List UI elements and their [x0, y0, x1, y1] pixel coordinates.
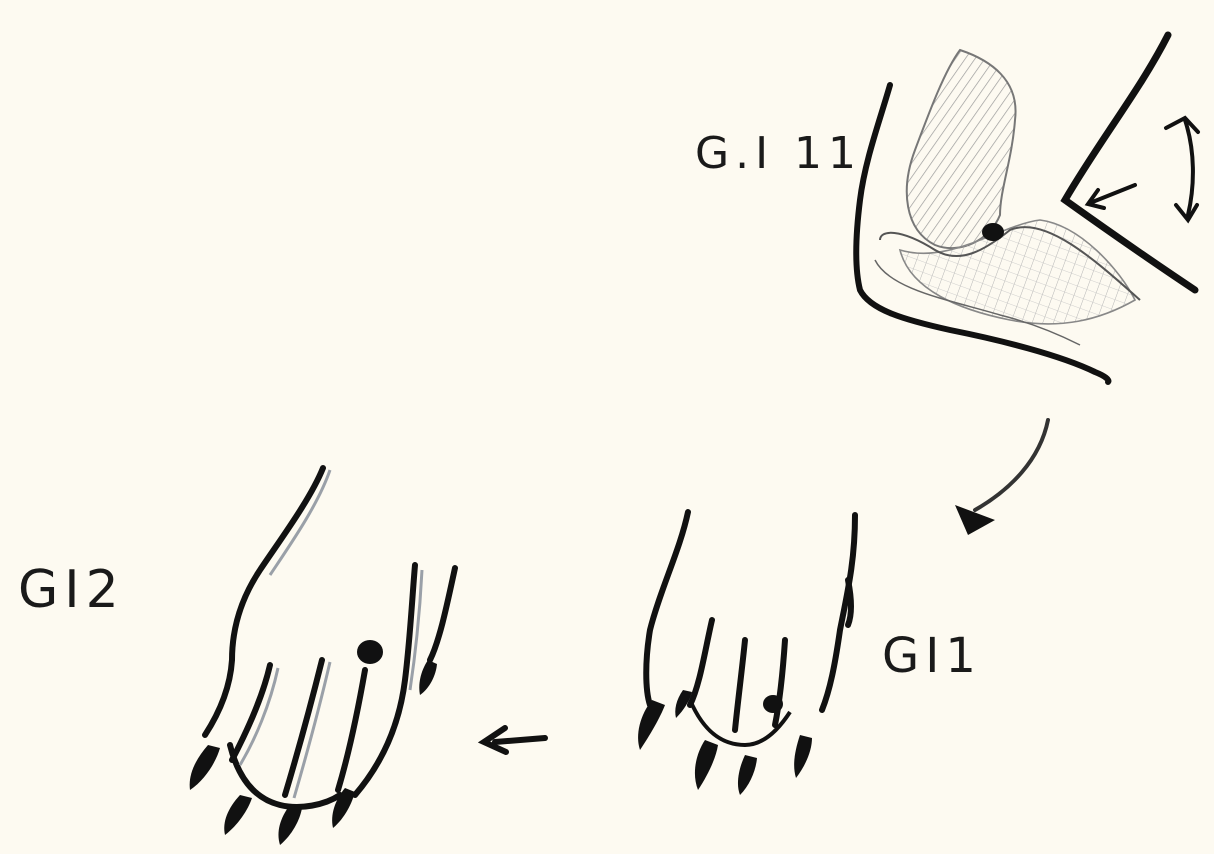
claw-icon [695, 740, 718, 790]
knee-diagram [856, 35, 1198, 382]
paw-gi2-toe-3 [338, 670, 365, 790]
acupoint-gi2-marker [357, 640, 383, 664]
claw-icon [224, 795, 252, 835]
curved-arrow-icon [955, 420, 1048, 535]
paw-gi1-toe-1 [690, 620, 712, 705]
left-arrow-icon [484, 728, 545, 752]
claw-icon [419, 660, 437, 695]
acupoint-gi1-marker [763, 695, 783, 713]
double-arrow-top-head-icon [1166, 118, 1198, 132]
double-arrow-icon [1185, 120, 1193, 215]
paw-gi1-dewclaw-line [848, 580, 851, 625]
paw-gi1-diagram [646, 512, 855, 730]
claw-icon [190, 745, 220, 790]
double-arrow-bottom-head-icon [1176, 205, 1197, 220]
paw-gi2-shadow [240, 470, 422, 798]
paw-gi2-toe-2 [285, 660, 322, 795]
claw-icon [794, 735, 812, 778]
label-gi11: G.I 11 [695, 128, 862, 179]
claw-icon [332, 788, 355, 828]
claw-icon [738, 755, 757, 795]
thigh-hatching [907, 50, 1016, 248]
paw-gi2-dewclaw-line [430, 568, 455, 660]
claw-icon [638, 700, 665, 750]
acupoint-gi11-marker [982, 223, 1004, 241]
claw-icon [278, 805, 302, 845]
paw-gi1-left-outline [646, 512, 688, 705]
label-gi2: GI2 [18, 560, 125, 620]
paw-gi1-toe-2 [735, 640, 745, 730]
label-gi1: GI1 [882, 628, 982, 684]
